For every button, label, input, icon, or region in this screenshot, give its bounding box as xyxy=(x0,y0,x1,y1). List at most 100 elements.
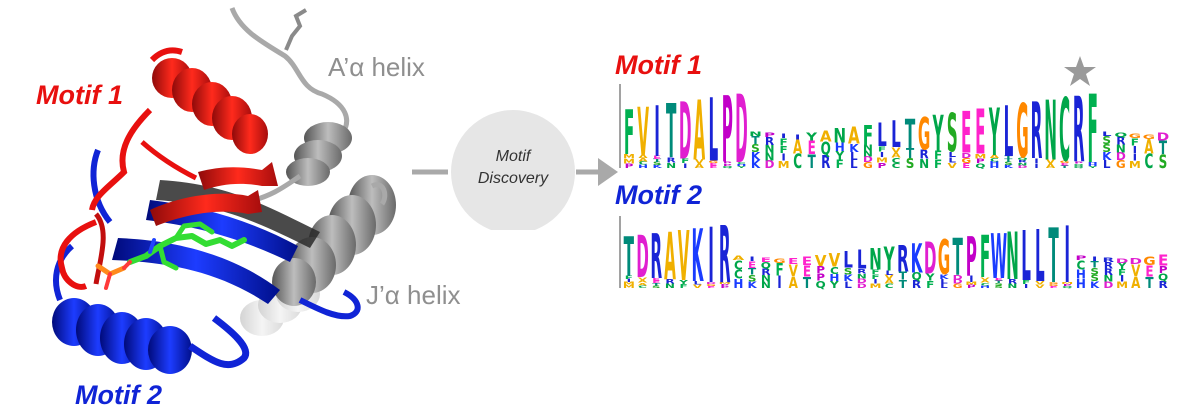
logo-minor-letter: C xyxy=(737,162,746,165)
side-chain xyxy=(284,8,308,51)
logo-consensus-letter: D xyxy=(1116,257,1129,265)
process-circle xyxy=(451,110,575,234)
logo-minor-letter: V xyxy=(948,162,958,170)
logo-minor-letter: G xyxy=(1060,160,1070,164)
logo-minor-letter: D xyxy=(1103,281,1113,291)
logo-consensus-letter: I xyxy=(708,214,714,294)
logo-minor-letter: F xyxy=(779,144,787,156)
logo-minor-letter: V xyxy=(638,277,647,281)
logo-minor-letter: E xyxy=(1061,163,1069,167)
logo-minor-letter: D xyxy=(953,279,963,286)
logo-consensus-letter: L xyxy=(1004,91,1014,173)
logo-consensus-letter: T xyxy=(666,88,677,174)
logo-consensus-letter: R xyxy=(719,214,731,294)
logo-minor-letter: P xyxy=(720,284,730,287)
logo-minor-letter: F xyxy=(1118,268,1126,278)
logo-minor-letter: N xyxy=(1017,162,1027,166)
logo-consensus-letter: L xyxy=(1102,130,1112,138)
logo-consensus-letter: K xyxy=(911,237,924,283)
logo-consensus-letter: D xyxy=(1157,131,1170,143)
logo-minor-letter: A xyxy=(980,280,989,284)
logo-minor-letter: H xyxy=(638,165,648,170)
logo-minor-letter: S xyxy=(748,274,757,284)
logo-consensus-letter: L xyxy=(877,117,887,154)
logo-minor-letter: I xyxy=(873,278,877,285)
logo-minor-letter: F xyxy=(836,157,844,171)
logo-minor-letter: L xyxy=(948,157,956,165)
logo-minor-letter: L xyxy=(940,278,948,285)
logo-minor-letter: T xyxy=(899,269,907,282)
logo-minor-letter: C xyxy=(734,268,743,282)
logo-consensus-letter: I xyxy=(654,91,660,173)
logo-minor-letter: E xyxy=(995,278,1003,282)
ligand xyxy=(95,221,247,290)
logo-minor-letter: R xyxy=(765,136,775,148)
logo-minor-letter: K xyxy=(751,158,762,171)
logo-minor-letter: R xyxy=(1018,160,1027,164)
logo-minor-letter: F xyxy=(1022,279,1030,285)
logo-minor-letter: E xyxy=(748,260,756,270)
logo-consensus-letter: N xyxy=(749,130,762,138)
logo-minor-letter: T xyxy=(652,283,660,287)
logo-consensus-letter: P xyxy=(1075,254,1087,262)
logo-minor-letter: A xyxy=(638,280,647,284)
logo-minor-letter: T xyxy=(1145,275,1154,293)
logo-consensus-letter: C xyxy=(1059,82,1070,174)
logo-minor-letter: H xyxy=(1088,164,1098,167)
logo-minor-letter: R xyxy=(1008,278,1018,285)
logo-consensus-letter: T xyxy=(905,112,915,158)
logo-consensus-letter: A xyxy=(693,83,705,174)
logo-consensus-letter: G xyxy=(773,257,785,265)
logo-minor-letter: S xyxy=(751,142,760,155)
logo-consensus-letter: Y xyxy=(805,131,818,143)
logo-minor-letter: M xyxy=(623,285,635,289)
logo-minor-letter: H xyxy=(989,161,999,166)
logo-minor-letter: L xyxy=(850,150,858,163)
logo-consensus-letter: R xyxy=(650,220,662,293)
logo-consensus-letter: F xyxy=(624,96,634,169)
logo-consensus-letter: R xyxy=(1031,87,1043,174)
logo-consensus-letter: D xyxy=(679,87,692,174)
logo-minor-letter: R xyxy=(1116,136,1126,148)
logo-minor-letter: I xyxy=(1024,283,1028,289)
logo-minor-letter: N xyxy=(765,143,775,155)
logo-minor-letter: E xyxy=(652,278,660,282)
logo-minor-letter: M xyxy=(623,158,635,165)
logo-minor-letter: C xyxy=(885,283,894,290)
a-helix-label: A’α helix xyxy=(328,52,425,82)
logo-consensus-letter: P xyxy=(764,131,776,139)
logo-minor-letter: P xyxy=(976,158,985,165)
logo-minor-letter: L xyxy=(844,279,852,290)
logo-minor-letter: Q xyxy=(1074,166,1084,169)
logo-minor-letter: R xyxy=(912,279,922,291)
logo-minor-letter: S xyxy=(1090,274,1099,284)
logo-minor-letter: D xyxy=(1017,165,1027,169)
logo-minor-letter: L xyxy=(940,283,948,290)
logo-minor-letter: N xyxy=(919,157,929,171)
logo-minor-letter: G xyxy=(863,162,873,170)
logo-minor-letter: N xyxy=(761,274,771,284)
logo-minor-letter: V xyxy=(1046,159,1056,166)
logo-minor-letter: Y xyxy=(1087,166,1098,169)
logo-consensus-letter: E xyxy=(1158,252,1168,270)
logo-consensus-letter: I xyxy=(795,133,801,141)
logo-minor-letter: T xyxy=(906,146,915,162)
logo-consensus-letter: R xyxy=(897,237,909,280)
logo-minor-letter: A xyxy=(1131,274,1140,292)
logo-minor-letter: T xyxy=(1004,156,1013,160)
logo-minor-letter: M xyxy=(719,282,731,285)
logo-consensus-letter: L xyxy=(1021,216,1031,294)
logo-consensus-letter: V xyxy=(815,252,827,270)
logo-minor-letter: A xyxy=(638,282,647,286)
logo-minor-letter: K xyxy=(939,274,949,281)
logo-minor-letter: F xyxy=(1131,137,1139,149)
logo-consensus-letter: D xyxy=(636,224,649,291)
logo-minor-letter: M xyxy=(1116,281,1128,291)
logo-minor-letter: F xyxy=(926,279,934,291)
logo-minor-letter: T xyxy=(1004,159,1013,163)
logo-consensus-letter: A xyxy=(664,220,676,294)
logo-minor-letter: M xyxy=(876,157,888,165)
logo-consensus-letter: N xyxy=(1044,83,1057,174)
logo-minor-letter: K xyxy=(1102,150,1113,163)
logo-minor-letter: S xyxy=(844,266,853,277)
